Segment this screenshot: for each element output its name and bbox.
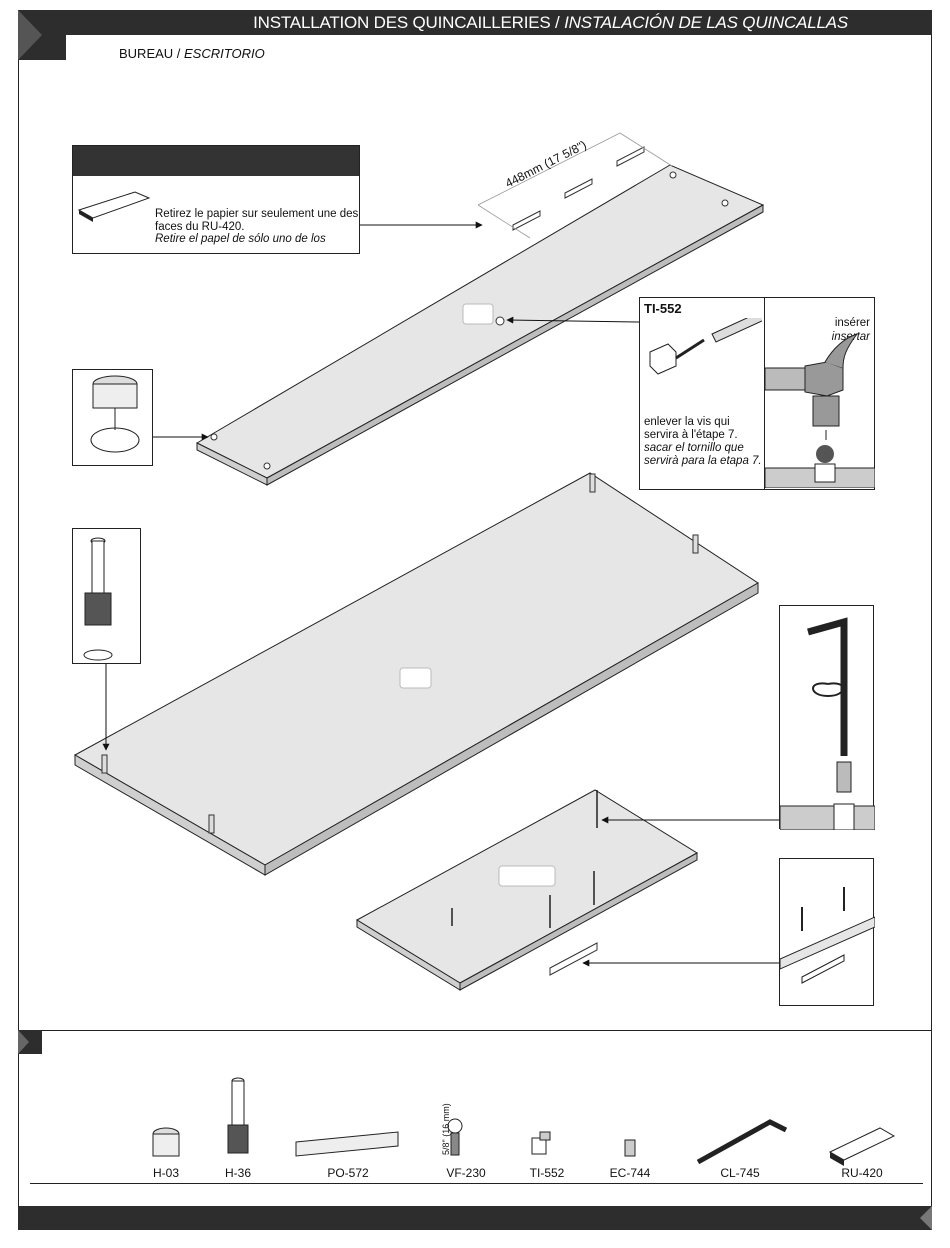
tape-note-box: Retirez le papier sur seulement une des … (72, 145, 360, 254)
parts-separator (18, 1030, 932, 1031)
note-header (73, 146, 359, 176)
cam-lock-icon (152, 1127, 180, 1157)
title-es: INSTALACIÓN DE LAS QUINCALLAS (564, 13, 848, 32)
h03-detail-box (72, 369, 153, 466)
subtitle-es: ESCRITORIO (184, 46, 265, 61)
page-subtitle: BUREAU / ESCRITORIO (119, 46, 265, 61)
footer-bar (18, 1206, 932, 1230)
hammer-icon (765, 333, 875, 488)
note-es: Retire el papel de sólo uno de los (155, 233, 326, 245)
insert-nut-icon (624, 1139, 636, 1157)
small-panel (356, 789, 698, 991)
corner-tab (18, 10, 66, 60)
ti552-text-fr: enlever la vis qui servira à l'étape 7. (644, 416, 738, 441)
cam-bolt-icon (83, 537, 113, 661)
cam-bolt-icon (227, 1077, 249, 1154)
subtitle-fr: BUREAU / (119, 46, 185, 61)
screw-icon (447, 1118, 463, 1156)
h36-detail-box (72, 528, 141, 664)
ti552-detail-box: TI-552 enlever la vis qui servira à l'ét… (639, 297, 875, 490)
parts-tab (18, 1030, 42, 1054)
divider (764, 298, 765, 489)
part-label-ru420: RU-420 (841, 1166, 883, 1180)
part-label-cl745: CL-745 (720, 1166, 760, 1180)
page-title: INSTALLATION DES QUINCAILLERIES / INSTAL… (66, 10, 932, 35)
allen-key-icon (696, 1119, 788, 1165)
parts-baseline (30, 1183, 923, 1184)
part-label-ec744: EC-744 (609, 1166, 651, 1180)
threaded-insert-icon (531, 1131, 551, 1155)
screw-detail-icon (779, 887, 876, 984)
vf230-detail-box (779, 858, 876, 1006)
tape-icon (77, 191, 151, 222)
title-fr: INSTALLATION DES QUINCAILLERIES / (253, 13, 565, 32)
allen-key-icon (779, 617, 876, 831)
part-label-ti552: TI-552 (529, 1166, 565, 1180)
part-label-vf230: VF-230 (446, 1166, 486, 1180)
part-label-po572: PO-572 (327, 1166, 369, 1180)
top-panel (195, 132, 765, 486)
board-icon (295, 1131, 399, 1157)
ti552-text-es: sacar el tornillo que servirà para la et… (644, 442, 762, 467)
middle-panel (73, 472, 759, 876)
note-text: Retirez le papier sur seulement une des … (155, 208, 360, 246)
note-fr: Retirez le papier sur seulement une des … (155, 208, 359, 233)
cl745-detail-box (779, 605, 876, 831)
vf230-dimension: 5/8" (16 mm) (441, 1103, 451, 1155)
part-label-h36: H-36 (224, 1166, 252, 1180)
tape-icon (828, 1127, 896, 1166)
part-label-h03: H-03 (152, 1166, 180, 1180)
cam-lock-icon (90, 375, 140, 453)
ti552-code: TI-552 (644, 301, 682, 316)
parts-icons (152, 1077, 896, 1166)
ti552-instructions: enlever la vis qui servira à l'étape 7. … (644, 416, 764, 468)
screwdriver-icon (649, 318, 762, 375)
insert-fr: insérer (834, 317, 870, 329)
